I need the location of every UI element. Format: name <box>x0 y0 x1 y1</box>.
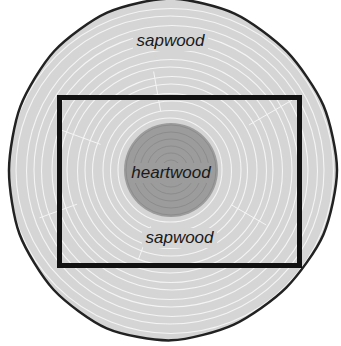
sapwood-label: sapwood <box>142 228 216 248</box>
growth-ring <box>111 111 232 232</box>
sapwood-label: sapwood <box>133 31 207 51</box>
growth-ring <box>9 9 334 334</box>
wood-crack <box>249 100 292 125</box>
growth-ring <box>103 101 241 239</box>
log-fill <box>9 0 337 340</box>
growth-ring <box>52 50 292 290</box>
growth-ring <box>60 60 283 283</box>
growth-ring <box>27 26 318 317</box>
wood-crack <box>154 72 161 111</box>
wood-crack <box>232 205 267 225</box>
growth-ring <box>93 94 248 249</box>
beam-rectangle: sapwood heartwood <box>57 95 302 268</box>
growth-ring <box>85 84 257 256</box>
heartwood-ring <box>126 125 216 215</box>
wood-crack <box>58 129 100 144</box>
heartwood-circle: heartwood <box>124 123 218 217</box>
growth-ring <box>78 77 267 266</box>
heartwood-label: heartwood <box>128 163 213 183</box>
growth-ring <box>34 33 308 307</box>
growth-ring <box>42 43 299 300</box>
bark-outline <box>9 0 337 340</box>
growth-ring <box>16 16 324 324</box>
growth-ring <box>118 118 222 222</box>
